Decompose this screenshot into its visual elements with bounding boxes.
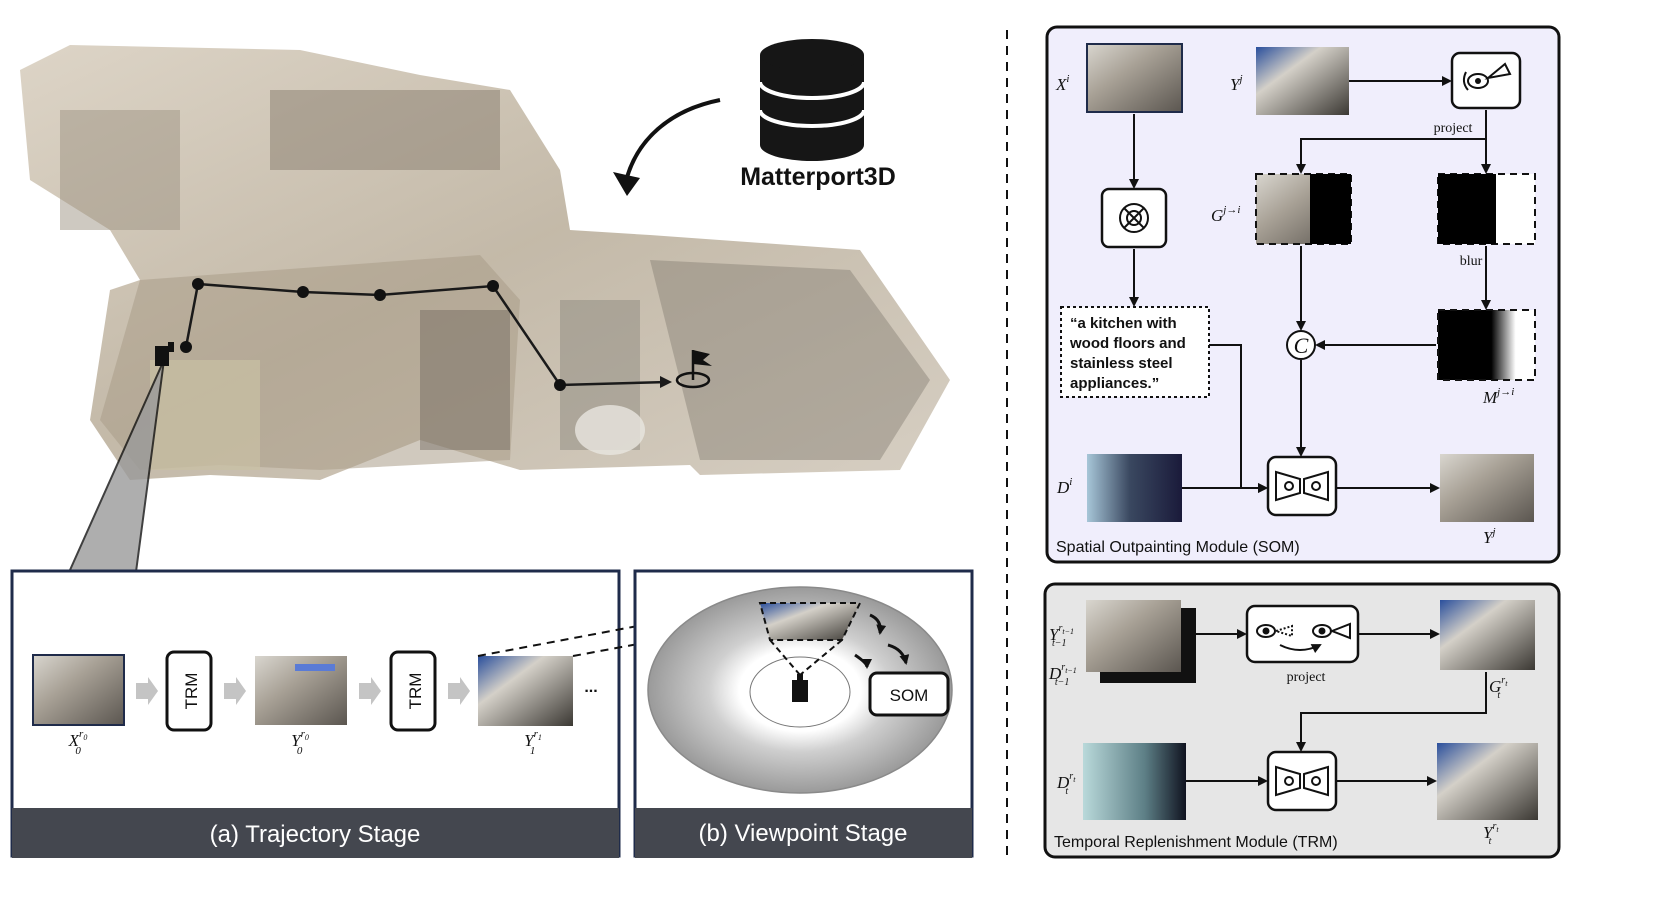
trm-block-label-1: TRM — [182, 673, 201, 710]
label-yj-out: Yj — [1483, 526, 1496, 547]
frame-y1 — [478, 656, 573, 726]
diffusion-icon — [1275, 470, 1329, 502]
trm-block-2 — [389, 650, 437, 732]
viewpoint-stage-caption: (b) Viewpoint Stage — [698, 820, 907, 847]
label-gji: Gj→i — [1211, 204, 1240, 225]
som-module-panel: Spatial Outpainting Module (SOM) “a — [1045, 25, 1561, 564]
ellipsis: ... — [584, 679, 597, 696]
project-label: project — [1434, 121, 1473, 136]
image-y-prev — [1086, 600, 1181, 672]
openai-icon — [1119, 203, 1149, 233]
diffusion-block — [1266, 455, 1338, 517]
label-xi: Xi — [1055, 73, 1069, 94]
som-block-label: SOM — [890, 686, 929, 705]
trajectory-node — [180, 341, 192, 353]
blurred-mask-mji — [1437, 309, 1536, 381]
label-di: Di — [1056, 476, 1072, 497]
camera-icon — [792, 674, 808, 702]
image-xi — [1086, 43, 1183, 113]
gray-arrow — [448, 677, 470, 705]
depth-image-t — [1083, 743, 1186, 820]
flag-icon — [693, 350, 712, 366]
camera-icon — [155, 342, 174, 366]
trajectory-stage-caption: (a) Trajectory Stage — [210, 821, 421, 848]
output-image-y-t — [1437, 743, 1538, 820]
trm-module-title: Temporal Replenishment Module (TRM) — [1054, 834, 1338, 851]
text-prompt-box — [1060, 306, 1210, 398]
rotate-arrow — [869, 613, 887, 635]
image-yj — [1256, 47, 1349, 115]
trm-project-label: project — [1287, 670, 1326, 685]
trajectory-node — [374, 289, 386, 301]
som-module-title: Spatial Outpainting Module (SOM) — [1056, 539, 1300, 556]
trm-block-label-2: TRM — [406, 673, 425, 710]
trm-module-panel: Temporal Replenishment Module (TRM) proj… — [1043, 582, 1561, 859]
project-icon — [1450, 51, 1522, 110]
dataset-label: Matterport3D — [740, 163, 896, 191]
trajectory-node — [297, 286, 309, 298]
house-model — [20, 45, 950, 480]
diffusion-icon — [1275, 765, 1329, 797]
panorama-view — [758, 602, 862, 641]
rotate-arrow — [854, 653, 872, 669]
rotate-arrow — [887, 643, 910, 665]
trm-block-1 — [165, 650, 213, 732]
frame-x0 — [32, 654, 125, 726]
viewpoint-stage-panel: (b) Viewpoint Stage SOM — [633, 569, 974, 858]
eye-icon — [1462, 62, 1512, 91]
image-g-t — [1440, 600, 1535, 670]
trm-diffusion-block — [1266, 750, 1338, 812]
trajectory-node — [192, 278, 204, 290]
gray-arrow — [359, 677, 381, 705]
trajectory-node — [487, 280, 499, 292]
blur-label: blur — [1460, 254, 1483, 269]
gray-arrow — [224, 677, 246, 705]
som-block — [868, 671, 950, 717]
text-prompt: “a kitchen with wood floors and stainles… — [1069, 315, 1190, 392]
label-yj-in: Yj — [1230, 73, 1243, 94]
depth-image-di — [1087, 454, 1182, 522]
eye-icon — [1256, 622, 1351, 654]
database-icon — [758, 39, 866, 161]
house-trajectory — [155, 278, 712, 391]
trajectory-node — [554, 379, 566, 391]
dataset-arrow — [623, 98, 721, 186]
concat-symbol: C — [1294, 333, 1309, 358]
label-mji: Mj→i — [1482, 386, 1514, 407]
gray-arrow — [136, 677, 158, 705]
output-image-yj — [1440, 454, 1534, 522]
